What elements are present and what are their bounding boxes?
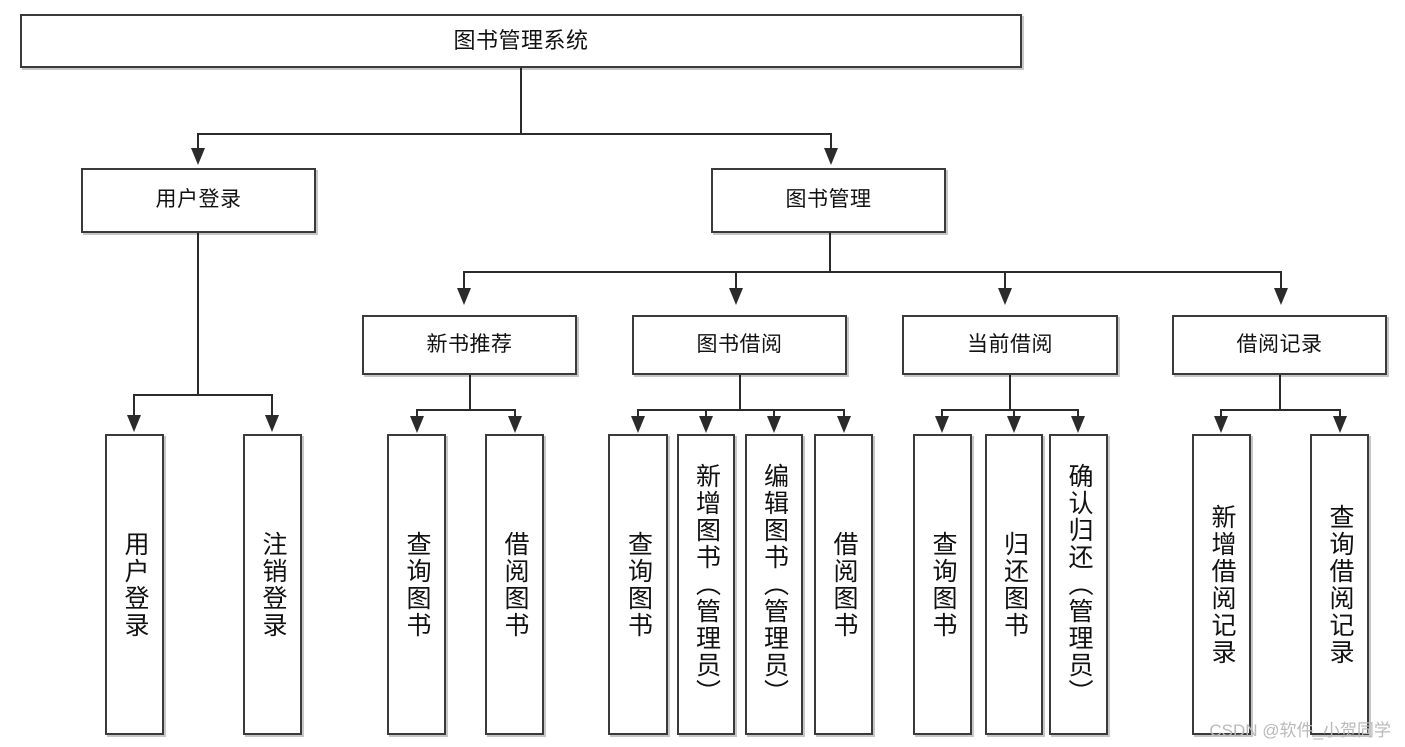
node-leaf-query-borrow-record[interactable]: 查询借阅记录: [1310, 434, 1369, 735]
watermark: CSDN @软件_小贺同学: [1209, 721, 1391, 740]
arrowhead-leaf-borrow-book-recommend: [508, 416, 522, 433]
arrowhead-leaf-query-book-borrow: [631, 416, 645, 433]
connector-newbook-trunk: [469, 375, 471, 409]
connector-user-login-bus: [133, 394, 271, 396]
connector-user-login-to-leaf-1: [133, 394, 135, 418]
arrowhead-leaf-add-borrow-record: [1214, 416, 1228, 433]
node-leaf-add-borrow-record-label: 新增借阅记录: [1208, 503, 1236, 666]
node-book-management[interactable]: 图书管理: [711, 168, 946, 233]
arrowhead-user-login: [191, 148, 205, 165]
connector-user-login-trunk: [197, 233, 199, 394]
connector-bm-to-new-book: [463, 271, 465, 291]
node-leaf-add-book-admin-label: 新增图书（管理员）: [692, 463, 721, 706]
node-current-borrow[interactable]: 当前借阅: [902, 315, 1118, 375]
node-leaf-edit-book-admin-label: 编辑图书（管理员）: [760, 463, 789, 706]
arrowhead-leaf-return-book: [1007, 416, 1021, 433]
arrowhead-new-book-recommend: [457, 288, 471, 305]
connector-newbook-to-leaf-2: [514, 409, 516, 419]
connector-currentborrow-to-leaf-1: [941, 409, 943, 419]
node-leaf-return-book-label: 归还图书: [1000, 530, 1029, 639]
node-book-borrow[interactable]: 图书借阅: [632, 315, 847, 375]
connector-bookborrow-trunk: [739, 375, 741, 409]
connector-root-bus: [197, 133, 832, 135]
node-user-login[interactable]: 用户登录: [81, 168, 316, 233]
node-root-label: 图书管理系统: [453, 28, 589, 54]
node-leaf-query-book-recommend[interactable]: 查询图书: [387, 434, 446, 735]
arrowhead-leaf-user-logout: [265, 415, 279, 432]
node-borrow-record-label: 借阅记录: [1236, 332, 1323, 356]
connector-currentborrow-trunk: [1009, 375, 1011, 409]
arrowhead-book-borrow: [729, 288, 743, 305]
connector-borrowrecord-trunk: [1279, 375, 1281, 409]
connector-user-login-to-leaf-2: [271, 394, 273, 418]
arrowhead-leaf-query-borrow-record: [1333, 416, 1347, 433]
node-leaf-user-logout[interactable]: 注销登录: [243, 434, 302, 735]
node-current-borrow-label: 当前借阅: [967, 332, 1053, 356]
connector-book-management-bus: [463, 271, 1280, 273]
connector-borrowrecord-bus: [1220, 409, 1340, 411]
connector-bookborrow-to-leaf-1: [637, 409, 639, 419]
connector-currentborrow-to-leaf-3: [1077, 409, 1079, 419]
node-leaf-query-book-recommend-label: 查询图书: [403, 530, 431, 639]
connector-bm-to-current-borrow: [1004, 271, 1006, 291]
connector-currentborrow-to-leaf-2: [1013, 409, 1015, 419]
node-leaf-add-book-admin[interactable]: 新增图书（管理员）: [677, 434, 735, 735]
arrowhead-leaf-confirm-return-admin: [1071, 416, 1085, 433]
arrowhead-leaf-edit-book-admin: [767, 416, 781, 433]
arrowhead-leaf-query-book-current: [935, 416, 949, 433]
connector-newbook-to-leaf-1: [416, 409, 418, 419]
arrowhead-borrow-record: [1274, 288, 1288, 305]
arrowhead-leaf-borrow-book: [837, 416, 851, 433]
connector-bookborrow-to-leaf-4: [843, 409, 845, 419]
node-leaf-borrow-book-label: 借阅图书: [830, 530, 858, 639]
node-leaf-user-logout-label: 注销登录: [259, 530, 287, 639]
connector-root-to-user-login: [197, 133, 199, 151]
node-root[interactable]: 图书管理系统: [20, 14, 1022, 68]
node-leaf-borrow-book-recommend[interactable]: 借阅图书: [485, 434, 544, 735]
node-leaf-borrow-book-recommend-label: 借阅图书: [501, 530, 529, 639]
connector-bm-to-borrow-record: [1280, 271, 1282, 291]
connector-bookborrow-bus: [637, 409, 844, 411]
node-leaf-confirm-return-admin[interactable]: 确认归还（管理员）: [1049, 434, 1108, 735]
node-leaf-add-borrow-record[interactable]: 新增借阅记录: [1192, 434, 1251, 735]
node-book-borrow-label: 图书借阅: [696, 332, 783, 356]
arrowhead-leaf-user-login: [127, 415, 141, 432]
node-new-book-recommend-label: 新书推荐: [426, 332, 513, 356]
connector-bookborrow-to-leaf-2: [705, 409, 707, 419]
connector-borrowrecord-to-leaf-1: [1220, 409, 1222, 419]
node-leaf-user-login[interactable]: 用户登录: [105, 434, 164, 735]
connector-root-to-book-management: [830, 133, 832, 151]
node-user-login-label: 用户登录: [155, 188, 242, 212]
connector-borrowrecord-to-leaf-2: [1339, 409, 1341, 419]
node-leaf-confirm-return-admin-label: 确认归还（管理员）: [1065, 463, 1093, 706]
connector-currentborrow-bus: [941, 409, 1078, 411]
node-leaf-query-book-borrow-label: 查询图书: [624, 530, 653, 639]
connector-root-trunk: [520, 68, 522, 133]
node-leaf-user-login-label: 用户登录: [121, 530, 149, 639]
node-leaf-borrow-book[interactable]: 借阅图书: [814, 434, 873, 735]
node-leaf-edit-book-admin[interactable]: 编辑图书（管理员）: [745, 434, 803, 735]
connector-newbook-bus: [416, 409, 515, 411]
node-leaf-return-book[interactable]: 归还图书: [985, 434, 1043, 735]
node-leaf-query-borrow-record-label: 查询借阅记录: [1326, 503, 1354, 666]
connector-bm-to-book-borrow: [735, 271, 737, 291]
node-leaf-query-book-current[interactable]: 查询图书: [913, 434, 972, 735]
node-leaf-query-book-current-label: 查询图书: [929, 530, 957, 639]
arrowhead-book-management: [824, 148, 838, 165]
connector-bookborrow-to-leaf-3: [773, 409, 775, 419]
arrowhead-leaf-add-book-admin: [699, 416, 713, 433]
connector-book-management-trunk: [829, 233, 831, 271]
arrowhead-current-borrow: [998, 288, 1012, 305]
node-book-management-label: 图书管理: [785, 188, 872, 212]
node-new-book-recommend[interactable]: 新书推荐: [362, 315, 577, 375]
node-borrow-record[interactable]: 借阅记录: [1172, 315, 1387, 375]
arrowhead-leaf-query-book-recommend: [410, 416, 424, 433]
node-leaf-query-book-borrow[interactable]: 查询图书: [608, 434, 668, 735]
